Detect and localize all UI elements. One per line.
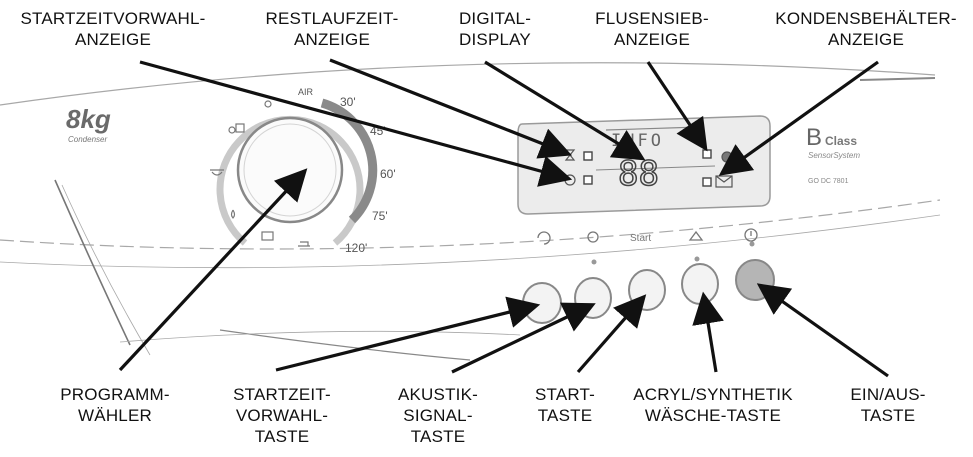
- arrow-restlaufzeit-anzeige: [329, 58, 572, 159]
- tank-icon: [715, 175, 733, 188]
- brand-word: Class: [825, 134, 857, 148]
- dial-30-label: 30': [340, 95, 356, 109]
- remaining-time-led: [583, 151, 593, 161]
- brand-letter: B: [806, 124, 822, 151]
- arrow-start-taste: [576, 294, 647, 374]
- button-symbols: [537, 228, 758, 245]
- label-programmwaehler: PROGRAMM-WÄHLER: [60, 385, 170, 425]
- callout-arrows: [118, 58, 889, 378]
- brand-subtext: SensorSystem: [808, 151, 860, 160]
- lint-filter-led: [702, 149, 712, 159]
- label-startzeitvorwahl-anzeige: STARTZEITVORWAHL-ANZEIGE: [20, 9, 206, 49]
- power-symbol-icon: [744, 228, 758, 242]
- arrow-ein-aus-taste: [756, 283, 889, 378]
- info-label: INFO: [611, 131, 664, 151]
- label-restlaufzeit-anzeige: RESTLAUFZEIT-ANZEIGE: [265, 9, 399, 49]
- capacity-text: 8kg: [66, 104, 111, 134]
- power-button[interactable]: [735, 259, 775, 301]
- delay-start-button[interactable]: [522, 282, 562, 324]
- delay-start-led: [583, 175, 593, 185]
- arrow-acryl-synthetik-taste: [692, 291, 724, 373]
- dial-120-label: 120': [345, 241, 367, 255]
- acoustic-symbol-icon: [587, 231, 599, 243]
- dial-75-label: 75': [372, 209, 388, 223]
- delay-start-symbol-icon: [537, 231, 551, 245]
- arrow-digital-display: [484, 60, 646, 161]
- sensor-dot-icon: [721, 151, 733, 163]
- label-start-taste: START-TASTE: [534, 385, 596, 425]
- acrylic-symbol-icon: [688, 230, 704, 241]
- display-digits: 88: [618, 154, 659, 194]
- label-flusensieb-anzeige: FLUSENSIEB-ANZEIGE: [595, 9, 709, 49]
- capacity-subtext: Condenser: [68, 135, 107, 144]
- dial-symbol-icons: [210, 100, 310, 247]
- button-status-dots: [591, 241, 755, 265]
- dial-knob: [236, 116, 344, 224]
- arrow-programmwaehler: [118, 168, 308, 372]
- start-button-label: Start: [630, 233, 651, 244]
- start-button[interactable]: [628, 269, 666, 311]
- label-digital-display: DIGITAL-DISPLAY: [458, 9, 532, 49]
- capacity-logo: 8kg Condenser: [66, 104, 111, 144]
- label-akustiksignal-taste: AKUSTIK-SIGNAL-TASTE: [397, 385, 478, 446]
- arrow-flusensieb-anzeige: [646, 61, 708, 152]
- panel-buttons: [522, 259, 775, 324]
- acrylic-synthetic-button[interactable]: [681, 263, 719, 305]
- label-kondensbehaelter-anzeige: KONDENSBEHÄLTER-ANZEIGE: [775, 9, 957, 49]
- dial-ring-dark: [320, 98, 378, 224]
- arrow-kondensbehaelter-anzeige: [718, 60, 879, 176]
- dial-60-label: 60': [380, 167, 396, 181]
- dial-symbols: AIR 30' 45' 60' 75' 120': [210, 87, 396, 255]
- arrow-akustiksignal-taste: [451, 302, 596, 374]
- condenser-tank-led: [702, 177, 712, 187]
- brand-logo: B Class SensorSystem GO DC 7801: [806, 124, 860, 185]
- label-startzeitvorwahl-taste: STARTZEIT-VORWAHL-TASTE: [233, 385, 331, 446]
- model-number: GO DC 7801: [808, 178, 849, 185]
- panel-body: [0, 62, 941, 361]
- arrow-startzeitvorwahl-taste: [275, 296, 541, 372]
- dial-air-label: AIR: [298, 87, 314, 97]
- arrow-startzeitvorwahl-anzeige: [139, 60, 573, 187]
- label-ein-aus-taste: EIN/AUS-TASTE: [850, 385, 926, 425]
